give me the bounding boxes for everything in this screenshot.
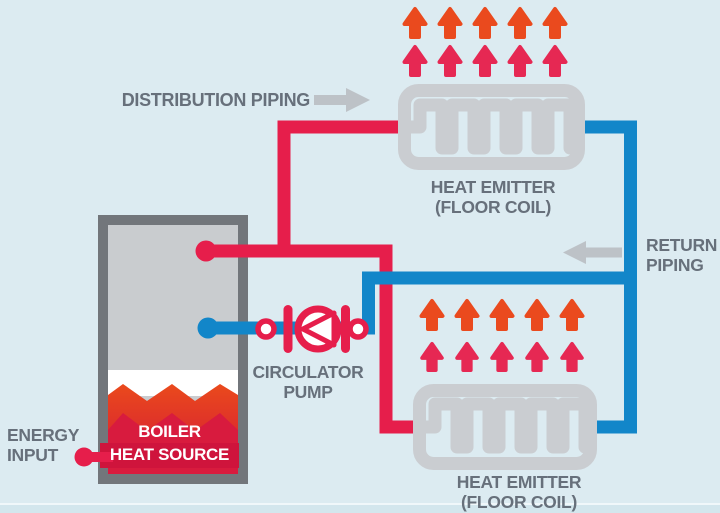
heat-arrow-icon (542, 7, 568, 39)
heat-arrow-icon (525, 341, 549, 373)
pump-impeller-triangle (300, 310, 337, 348)
return-flow-arrow-icon (563, 241, 622, 264)
heat-arrow-icon (455, 341, 479, 373)
heat-emitter-coil-bottom (413, 384, 597, 470)
heat-emitter-top-label-line2: (FLOOR COIL) (435, 197, 551, 217)
heat-arrow-icon (420, 341, 444, 373)
energy-input-endpoint (74, 447, 94, 467)
heat-emitter-top-label: HEAT EMITTER (FLOOR COIL) (393, 177, 593, 217)
pump-fitting-left-ring (255, 318, 277, 340)
circulator-pump-label-line1: CIRCULATOR (252, 362, 364, 382)
return-piping-label-line2: PIPING (646, 255, 704, 275)
circulator-pump-label: CIRCULATOR PUMP (228, 362, 388, 402)
heat-arrow-icon (507, 45, 533, 77)
heat-arrow-icon (472, 45, 498, 77)
red-supply-piping (206, 120, 421, 434)
boiler-label-line2: HEAT SOURCE (109, 445, 230, 464)
energy-input-label-line2: INPUT (7, 445, 59, 465)
heat-arrow-icon (419, 299, 445, 331)
circulator-pump-label-line2: PUMP (283, 382, 333, 402)
distribution-piping-label: DISTRIBUTION PIPING (121, 90, 311, 110)
pump-flange-right (341, 305, 350, 353)
circulator-pump-icon (255, 305, 369, 353)
bottom-edge-line (0, 503, 720, 505)
heat-arrow-icon (507, 7, 533, 39)
boiler-label-line1: BOILER (138, 422, 201, 441)
heat-emitter-bottom-label-line1: HEAT EMITTER (456, 472, 582, 492)
energy-input-label-line1: ENERGY (7, 425, 80, 445)
heat-arrow-icon (559, 299, 585, 331)
heat-arrow-icon (402, 45, 428, 77)
boiler-label-banner (100, 443, 239, 468)
heat-arrow-icon (454, 299, 480, 331)
heat-arrow-icon (437, 7, 463, 39)
heat-arrow-icon (472, 7, 498, 39)
heat-arrow-icon (524, 299, 550, 331)
heat-arrows-top-emitter (402, 7, 568, 77)
distribution-flow-arrow-icon (314, 88, 370, 112)
heat-arrows-bottom-emitter (419, 299, 585, 373)
pump-fitting-right-ring (347, 318, 369, 340)
heat-arrow-icon (490, 341, 514, 373)
boiler-supply-outlet (195, 240, 217, 262)
bottom-edge-strip (0, 505, 720, 513)
heat-arrow-icon (402, 7, 428, 39)
heat-arrow-icon (489, 299, 515, 331)
heat-arrow-icon (542, 45, 568, 77)
pump-flange-left (283, 305, 293, 353)
heat-emitter-bottom-label-line2: (FLOOR COIL) (461, 492, 577, 512)
boiler (98, 215, 248, 484)
coil-serpentine (404, 98, 579, 155)
return-piping-label-line1: RETURN (646, 235, 718, 255)
coil-serpentine (419, 397, 592, 454)
heat-emitter-bottom-label: HEAT EMITTER (FLOOR COIL) (419, 472, 619, 512)
supply-pipe-branch-top (277, 120, 406, 251)
heat-arrow-icon (437, 45, 463, 77)
return-piping-label: RETURN PIPING (646, 235, 717, 275)
supply-pipe-main (206, 244, 421, 434)
energy-input-connector (74, 447, 113, 467)
energy-input-label: ENERGY INPUT (7, 425, 79, 465)
boiler-return-inlet (197, 317, 219, 339)
heat-emitter-coil-top (398, 84, 585, 170)
heat-arrow-icon (560, 341, 584, 373)
heat-emitter-top-label-line1: HEAT EMITTER (430, 177, 556, 197)
